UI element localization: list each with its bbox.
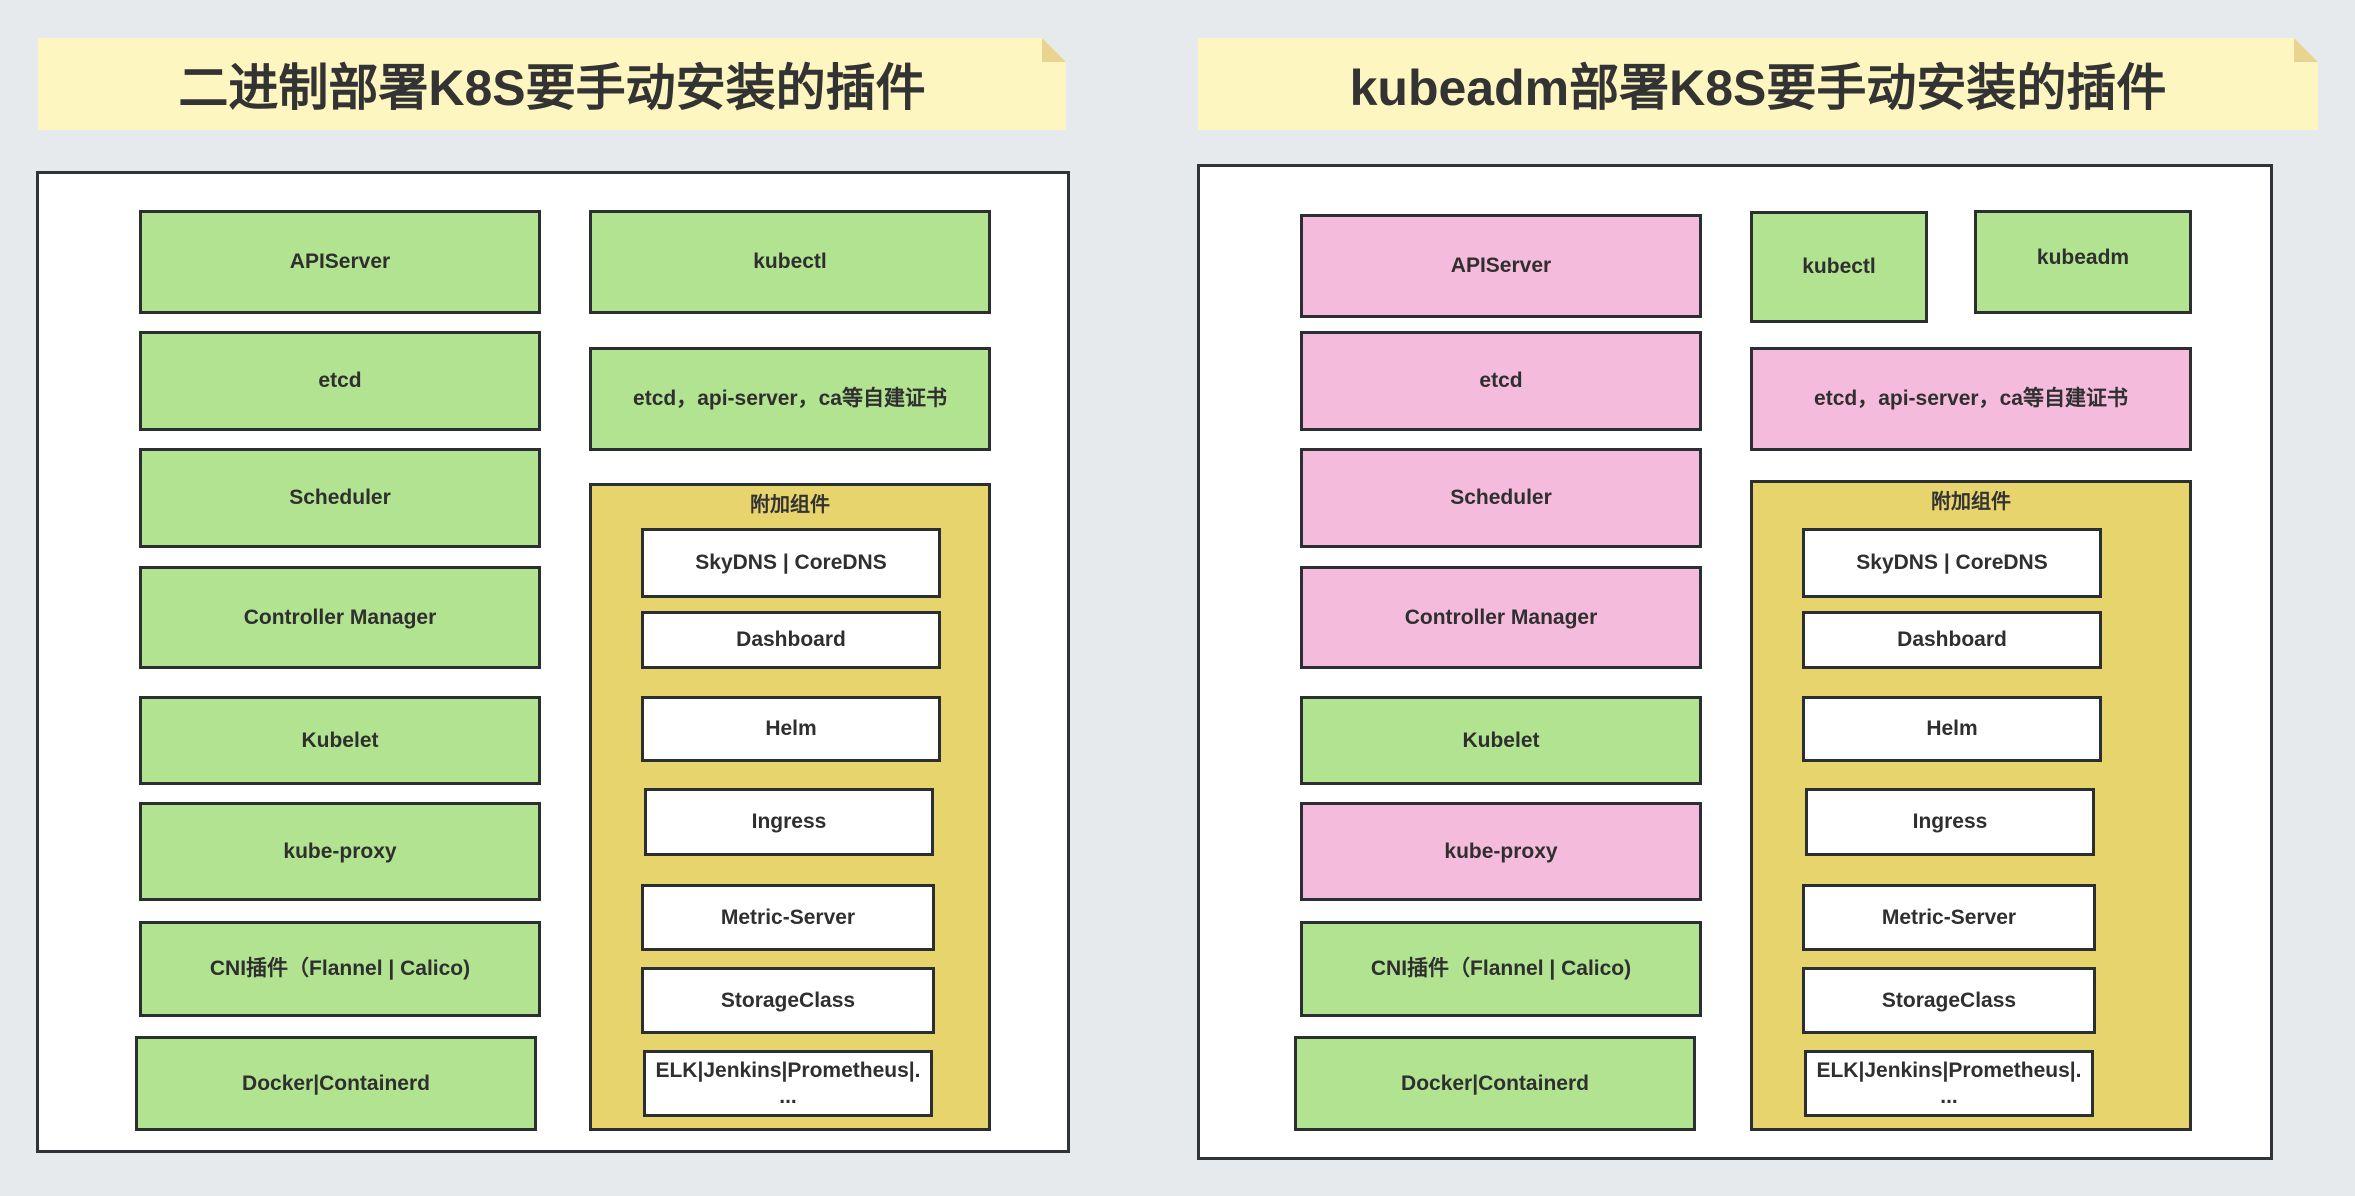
component-container-runtime: Docker|Containerd <box>1294 1036 1696 1131</box>
addon-helm: Helm <box>1802 696 2102 762</box>
certs-box: etcd，api-server，ca等自建证书 <box>1750 347 2192 451</box>
box-label: Metric-Server <box>1881 905 2017 929</box>
tool-kubectl: kubectl <box>1750 211 1928 323</box>
box-label: etcd <box>318 369 362 393</box>
component-scheduler: Scheduler <box>1300 448 1702 548</box>
box-label: etcd，api-server，ca等自建证书 <box>633 387 947 411</box>
component-container-runtime: Docker|Containerd <box>135 1036 537 1131</box>
addon-metric-server: Metric-Server <box>641 884 935 951</box>
box-label: kubectl <box>753 250 827 274</box>
addon-others: ELK|Jenkins|Prometheus|. ... <box>643 1050 933 1117</box>
addon-storageclass: StorageClass <box>641 967 935 1034</box>
addons-group: 附加组件 SkyDNS | CoreDNS Dashboard Helm Ing… <box>1750 480 2192 1131</box>
addon-dashboard: Dashboard <box>1802 611 2102 669</box>
box-label: ELK|Jenkins|Prometheus|. ... <box>1816 1059 2082 1108</box>
tool-kubeadm: kubeadm <box>1974 210 2192 314</box>
box-label: Scheduler <box>289 486 391 510</box>
addon-dns: SkyDNS | CoreDNS <box>641 528 941 598</box>
box-label: CNI插件（Flannel | Calico) <box>209 957 471 981</box>
box-label: Scheduler <box>1450 486 1552 510</box>
box-label: StorageClass <box>720 988 856 1012</box>
addon-ingress: Ingress <box>1805 788 2095 856</box>
box-label: Kubelet <box>1462 728 1540 752</box>
component-controller-manager: Controller Manager <box>1300 566 1702 669</box>
addon-dashboard: Dashboard <box>641 611 941 669</box>
component-cni: CNI插件（Flannel | Calico) <box>1300 921 1702 1017</box>
addons-label: 附加组件 <box>750 494 830 516</box>
box-label: Dashboard <box>1897 628 2007 652</box>
component-etcd: etcd <box>139 331 541 431</box>
box-label: Helm <box>1926 717 1978 741</box>
box-label: kubectl <box>1802 255 1876 279</box>
right-panel: APIServer etcd Scheduler Controller Mana… <box>1197 164 2273 1160</box>
box-label: SkyDNS | CoreDNS <box>1856 551 2048 575</box>
component-scheduler: Scheduler <box>139 448 541 548</box>
left-title-banner: 二进制部署K8S要手动安装的插件 <box>38 38 1066 130</box>
certs-box: etcd，api-server，ca等自建证书 <box>589 347 991 451</box>
box-label: Docker|Containerd <box>242 1071 430 1095</box>
box-label: etcd，api-server，ca等自建证书 <box>1814 387 2128 411</box>
box-label: kube-proxy <box>283 839 397 863</box>
component-apiserver: APIServer <box>139 210 541 314</box>
box-label: CNI插件（Flannel | Calico) <box>1370 957 1632 981</box>
box-label: APIServer <box>289 250 391 274</box>
box-label: Dashboard <box>736 628 846 652</box>
box-label: Metric-Server <box>720 905 856 929</box>
component-controller-manager: Controller Manager <box>139 566 541 669</box>
box-label: SkyDNS | CoreDNS <box>695 551 887 575</box>
box-label: Controller Manager <box>1404 605 1598 629</box>
box-label: Ingress <box>751 810 827 834</box>
right-title-banner: kubeadm部署K8S要手动安装的插件 <box>1198 38 2318 130</box>
box-label: APIServer <box>1450 254 1552 278</box>
addons-group: 附加组件 SkyDNS | CoreDNS Dashboard Helm Ing… <box>589 483 991 1131</box>
right-title: kubeadm部署K8S要手动安装的插件 <box>1349 60 2167 116</box>
left-title: 二进制部署K8S要手动安装的插件 <box>178 60 926 116</box>
box-label: kubeadm <box>2036 246 2130 270</box>
addon-dns: SkyDNS | CoreDNS <box>1802 528 2102 598</box>
addon-ingress: Ingress <box>644 788 934 856</box>
box-label: etcd <box>1479 369 1523 393</box>
box-label: Ingress <box>1912 810 1988 834</box>
component-kubelet: Kubelet <box>1300 696 1702 785</box>
box-label: Controller Manager <box>243 605 437 629</box>
component-kubelet: Kubelet <box>139 696 541 785</box>
box-label: kube-proxy <box>1444 839 1558 863</box>
addon-helm: Helm <box>641 696 941 762</box>
box-label: Docker|Containerd <box>1401 1071 1589 1095</box>
addons-label: 附加组件 <box>1931 491 2011 513</box>
component-kube-proxy: kube-proxy <box>1300 802 1702 901</box>
component-cni: CNI插件（Flannel | Calico) <box>139 921 541 1017</box>
left-panel: APIServer etcd Scheduler Controller Mana… <box>36 171 1070 1153</box>
addon-others: ELK|Jenkins|Prometheus|. ... <box>1804 1050 2094 1117</box>
box-label: Helm <box>765 717 817 741</box>
box-label: StorageClass <box>1881 988 2017 1012</box>
addon-storageclass: StorageClass <box>1802 967 2096 1034</box>
box-label: ELK|Jenkins|Prometheus|. ... <box>655 1059 921 1108</box>
addon-metric-server: Metric-Server <box>1802 884 2096 951</box>
component-kube-proxy: kube-proxy <box>139 802 541 901</box>
component-apiserver: APIServer <box>1300 214 1702 318</box>
box-label: Kubelet <box>301 728 379 752</box>
tool-kubectl: kubectl <box>589 210 991 314</box>
component-etcd: etcd <box>1300 331 1702 431</box>
